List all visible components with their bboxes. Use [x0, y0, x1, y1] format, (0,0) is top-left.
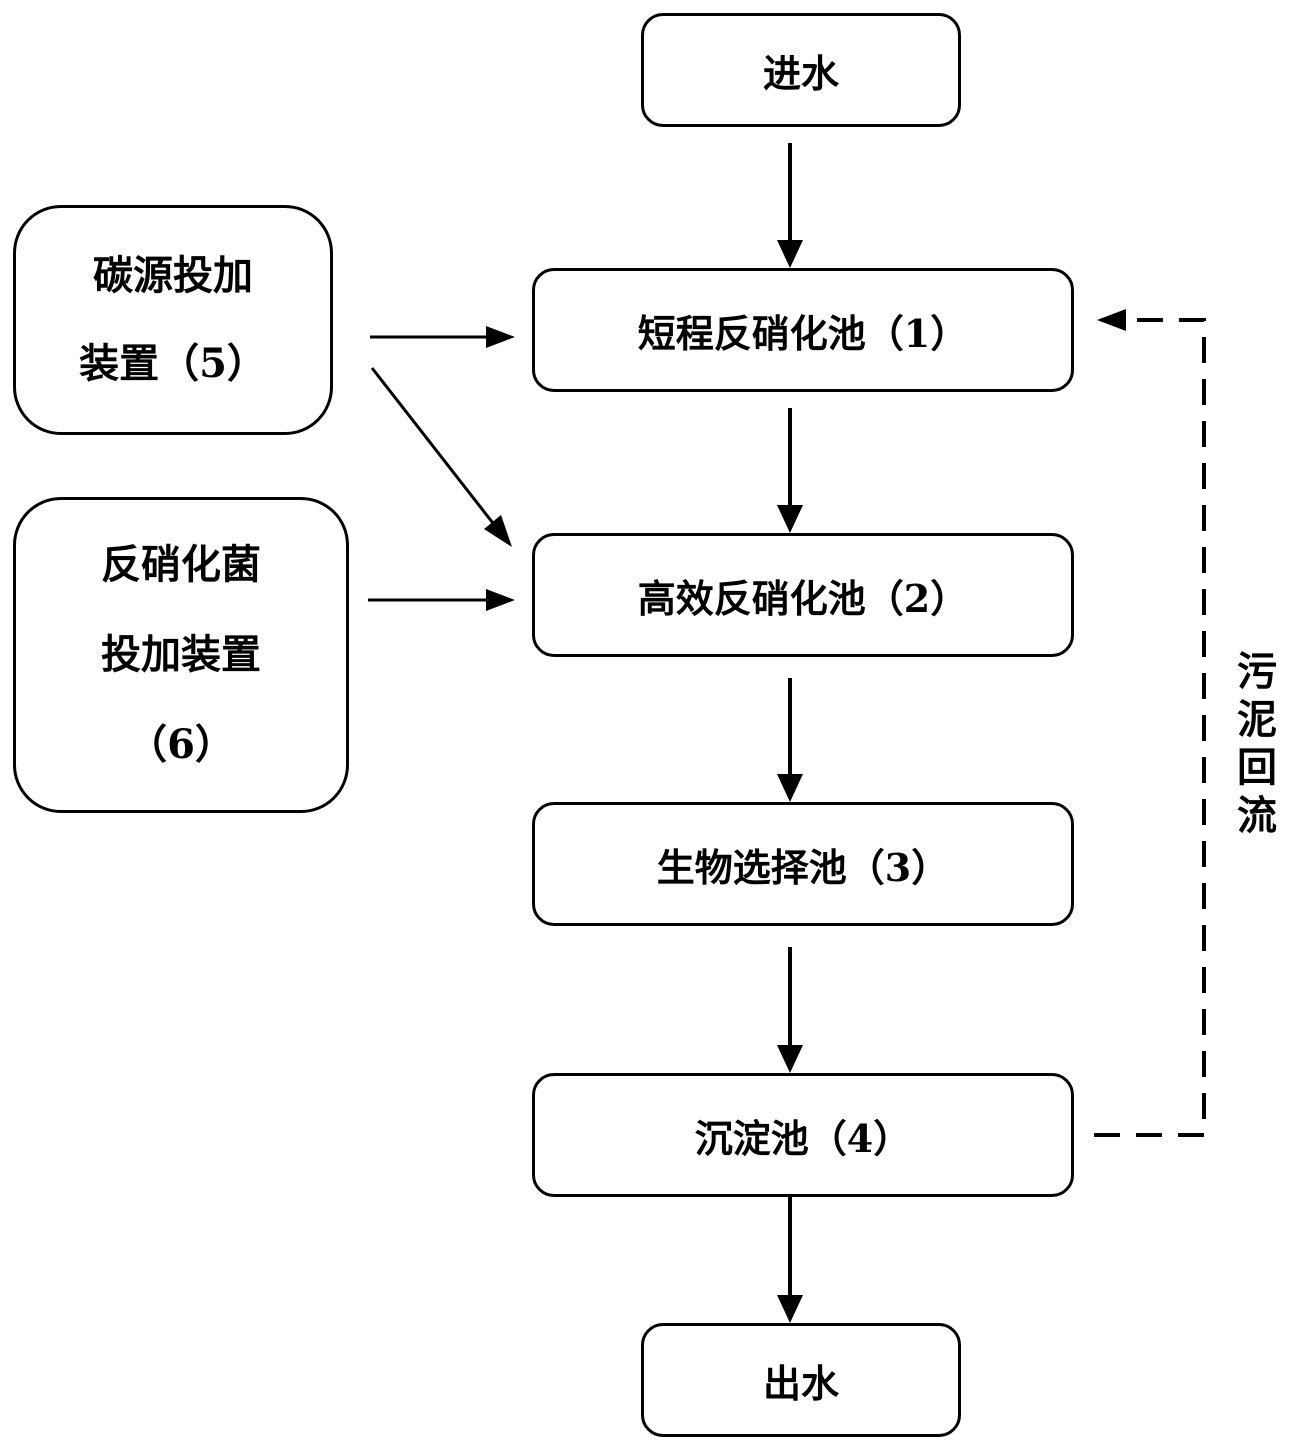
pool1-label: 短程反硝化池（1） [637, 310, 969, 356]
bacteria-dosing-label-line1: 反硝化菌 [101, 541, 261, 588]
arrowhead-carbon-pool1 [486, 326, 515, 348]
pool4-node: 沉淀池（4） [532, 1073, 1074, 1197]
sludge-return-char-3: 回 [1237, 744, 1277, 791]
outlet-node: 出水 [641, 1323, 961, 1437]
arrowhead-pool1 [777, 240, 803, 268]
bacteria-dosing-label-line3: （6） [127, 721, 235, 768]
arrowhead-pool4 [777, 1045, 803, 1073]
carbon-dosing-label-line2: 装置（5） [79, 340, 267, 387]
carbon-dosing-node: 碳源投加 装置（5） [13, 205, 333, 435]
arrowhead-pool2 [777, 505, 803, 533]
arrowhead-outlet [777, 1295, 803, 1323]
sludge-return-char-4: 流 [1237, 792, 1277, 839]
sludge-return-char-1: 污 [1237, 648, 1277, 695]
carbon-dosing-label-line1: 碳源投加 [93, 252, 253, 299]
arrowhead-bacteria-pool2 [486, 589, 515, 611]
bacteria-dosing-label-line2: 投加装置 [101, 631, 261, 678]
outlet-label: 出水 [762, 1360, 839, 1406]
inlet-label: 进水 [762, 50, 839, 96]
bacteria-dosing-node: 反硝化菌 投加装置 （6） [13, 497, 349, 813]
arrow-carbon-to-pool2 [370, 367, 498, 528]
sludge-return-char-2: 泥 [1237, 696, 1277, 743]
pool4-label: 沉淀池（4） [694, 1115, 912, 1161]
pool2-node: 高效反硝化池（2） [532, 533, 1074, 657]
pool3-label: 生物选择池（3） [656, 844, 950, 890]
arrowhead-pool3 [777, 774, 803, 802]
pool2-label: 高效反硝化池（2） [637, 575, 969, 621]
arrowhead-carbon-pool2 [484, 515, 512, 547]
pool1-node: 短程反硝化池（1） [532, 268, 1074, 392]
arrowhead-sludge-return [1097, 309, 1126, 331]
pool3-node: 生物选择池（3） [532, 802, 1074, 926]
sludge-return-line [1094, 318, 1206, 1137]
sludge-return-label: 污 泥 回 流 [1232, 648, 1282, 840]
inlet-node: 进水 [641, 13, 961, 127]
